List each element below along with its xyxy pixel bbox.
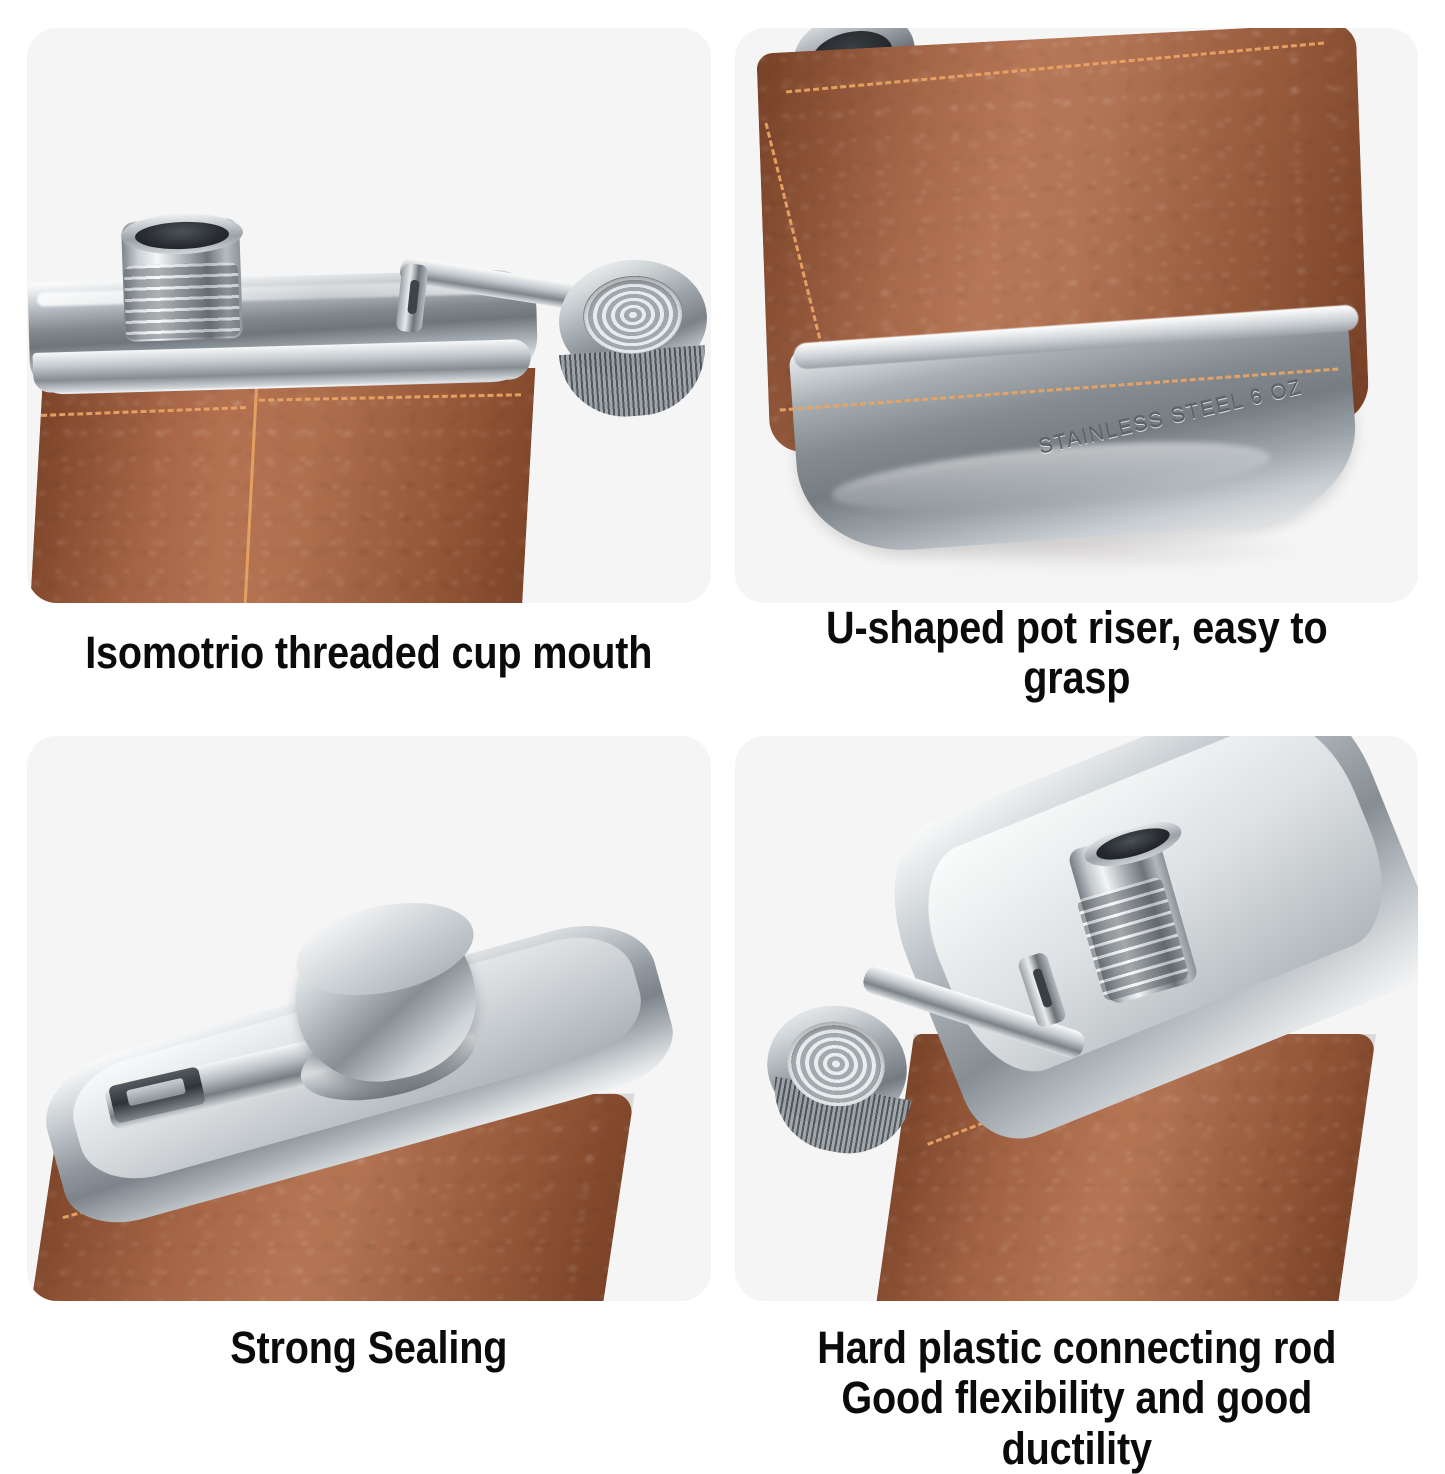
feature-panel-threaded-cup-mouth: Isomotrio threaded cup mouth [27,28,711,712]
panel-caption-2: U-shaped pot riser, easy to grasp [825,602,1328,704]
product-photo-2: STAINLESS STEEL 6 OZ [734,28,1418,603]
product-photo-card-1 [27,28,711,603]
panel-caption-4: Hard plastic connecting rod Good flexibi… [816,1321,1336,1474]
panel-caption-1: Isomotrio threaded cup mouth [85,627,653,679]
leather-body [27,368,536,603]
product-photo-card-4 [734,735,1418,1301]
feature-panel-strong-sealing: Strong Sealing [27,735,711,1474]
panel-caption-3: Strong Sealing [230,1321,508,1373]
product-photo-1 [27,28,711,603]
spout-threads [123,262,241,340]
product-photo-card-3 [27,735,711,1301]
product-photo-card-2: STAINLESS STEEL 6 OZ [734,28,1418,603]
product-photo-3 [27,735,711,1301]
feature-panel-u-shaped-pot-riser: STAINLESS STEEL 6 OZ U-shaped pot riser,… [734,28,1418,712]
cap-knurled-edge [558,344,710,422]
feature-panel-hard-plastic-connecting-rod: Hard plastic connecting rod Good flexibi… [734,735,1418,1474]
product-photo-4 [734,735,1418,1301]
